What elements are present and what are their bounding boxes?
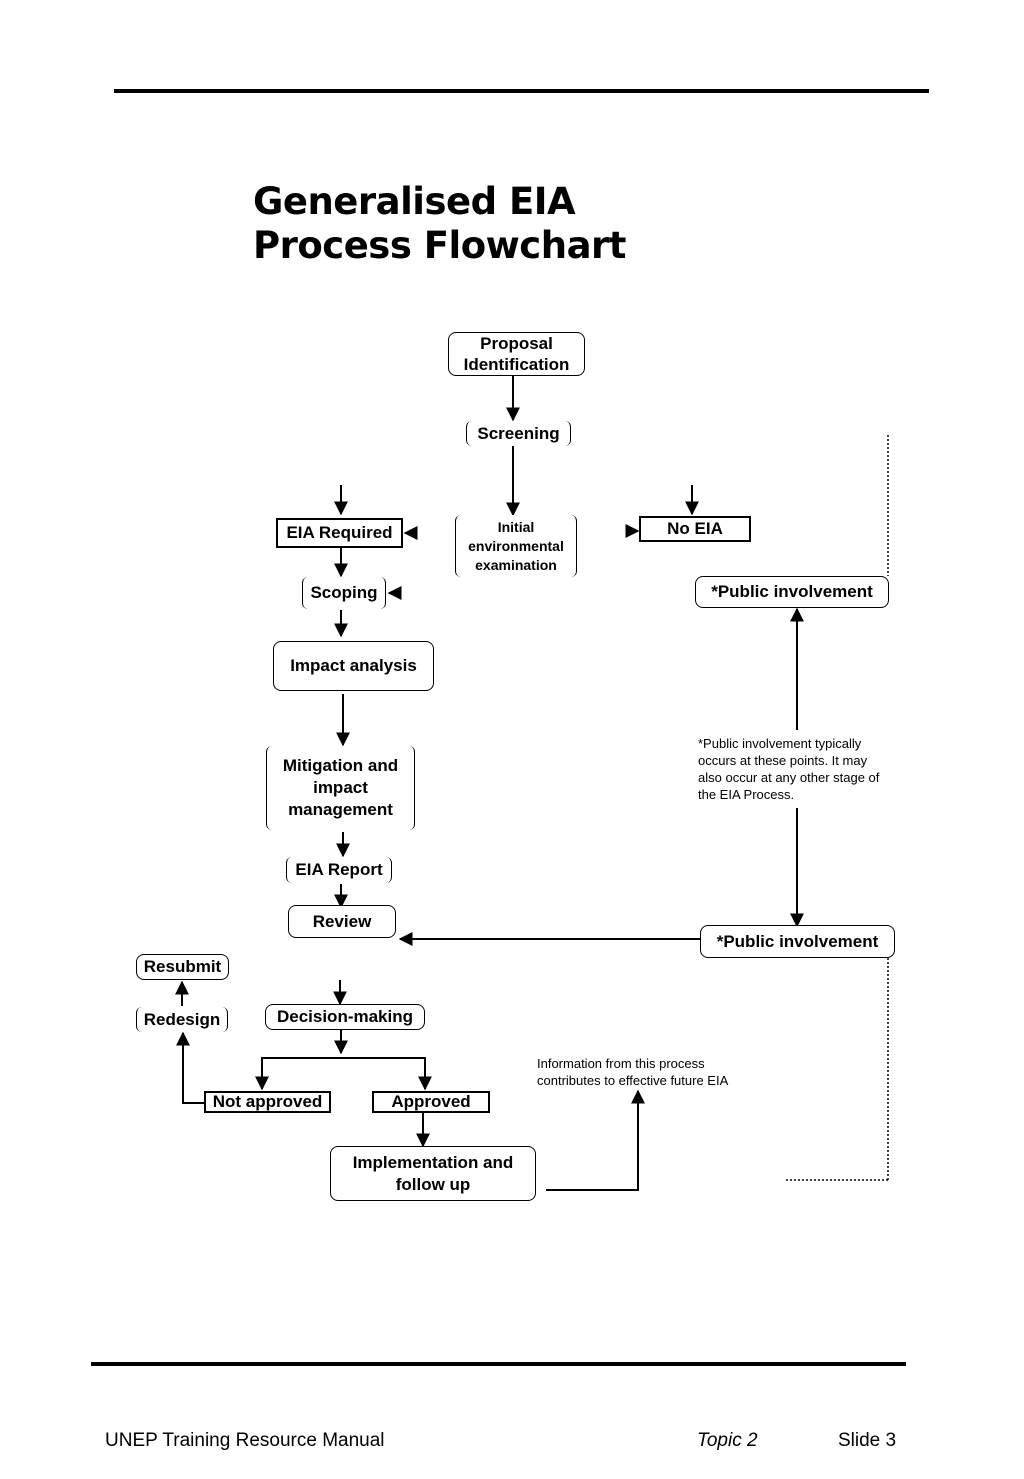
- public-involvement-top-box: *Public involvement: [695, 576, 889, 608]
- no-eia-label: No EIA: [667, 519, 723, 538]
- not-approved-label: Not approved: [212, 1092, 323, 1111]
- implementation-box: Implementation and follow up: [330, 1146, 536, 1201]
- eia-report-label: EIA Report: [295, 860, 383, 879]
- title-line-2: Process Flowchart: [253, 224, 626, 267]
- decision-making-label: Decision-making: [276, 1007, 414, 1026]
- mitigation-box: Mitigation and impact management: [266, 746, 415, 830]
- initial-exam-box: Initial environmental examination: [455, 515, 577, 577]
- top-rule: [114, 89, 929, 93]
- approved-box: Approved: [372, 1091, 490, 1113]
- mitigation-label: Mitigation and impact management: [282, 756, 399, 819]
- no-eia-box: No EIA: [639, 516, 751, 542]
- resubmit-label: Resubmit: [143, 957, 222, 976]
- implementation-label: Implementation and follow up: [352, 1152, 514, 1194]
- bottom-rule: [91, 1362, 906, 1366]
- scoping-box: Scoping: [302, 577, 386, 609]
- page-title: Generalised EIA Process Flowchart: [253, 180, 626, 268]
- scoping-label: Scoping: [310, 583, 378, 602]
- resubmit-box: Resubmit: [136, 954, 229, 980]
- eia-required-label: EIA Required: [286, 523, 393, 542]
- eia-required-box: EIA Required: [276, 518, 403, 548]
- review-box: Review: [288, 905, 396, 938]
- eia-report-box: EIA Report: [286, 857, 392, 883]
- information-note: Information from this process contribute…: [537, 1056, 729, 1088]
- impact-analysis-box: Impact analysis: [273, 641, 434, 691]
- screening-label: Screening: [477, 423, 560, 443]
- arrow-not-approved-to-redesign: [176, 1031, 204, 1104]
- public-involvement-note: *Public involvement typically occurs at …: [698, 736, 880, 802]
- footer-topic: Topic 2: [697, 1430, 758, 1451]
- proposal-identification-box: Proposal Identification: [448, 332, 585, 376]
- screening-box: Screening: [466, 421, 571, 446]
- review-label: Review: [312, 911, 372, 931]
- public-involvement-bottom-label: *Public involvement: [716, 931, 879, 951]
- approved-label: Approved: [391, 1092, 471, 1111]
- impact-analysis-label: Impact analysis: [290, 656, 417, 675]
- proposal-identification-label: Proposal Identification: [463, 334, 570, 374]
- footer-slide: Slide 3: [838, 1430, 897, 1451]
- footer-manual: UNEP Training Resource Manual: [105, 1430, 385, 1451]
- public-involvement-top-label: *Public involvement: [711, 582, 873, 601]
- branch-connector: [261, 1057, 426, 1089]
- redesign-box: Redesign: [136, 1007, 228, 1032]
- public-involvement-bottom-box: *Public involvement: [700, 925, 895, 958]
- arrow-implementation-to-info: [546, 1089, 645, 1191]
- title-line-1: Generalised EIA: [253, 180, 576, 223]
- initial-exam-label: Initial environmental examination: [468, 518, 564, 573]
- not-approved-box: Not approved: [204, 1091, 331, 1113]
- redesign-label: Redesign: [143, 1009, 221, 1029]
- decision-making-box: Decision-making: [265, 1004, 425, 1030]
